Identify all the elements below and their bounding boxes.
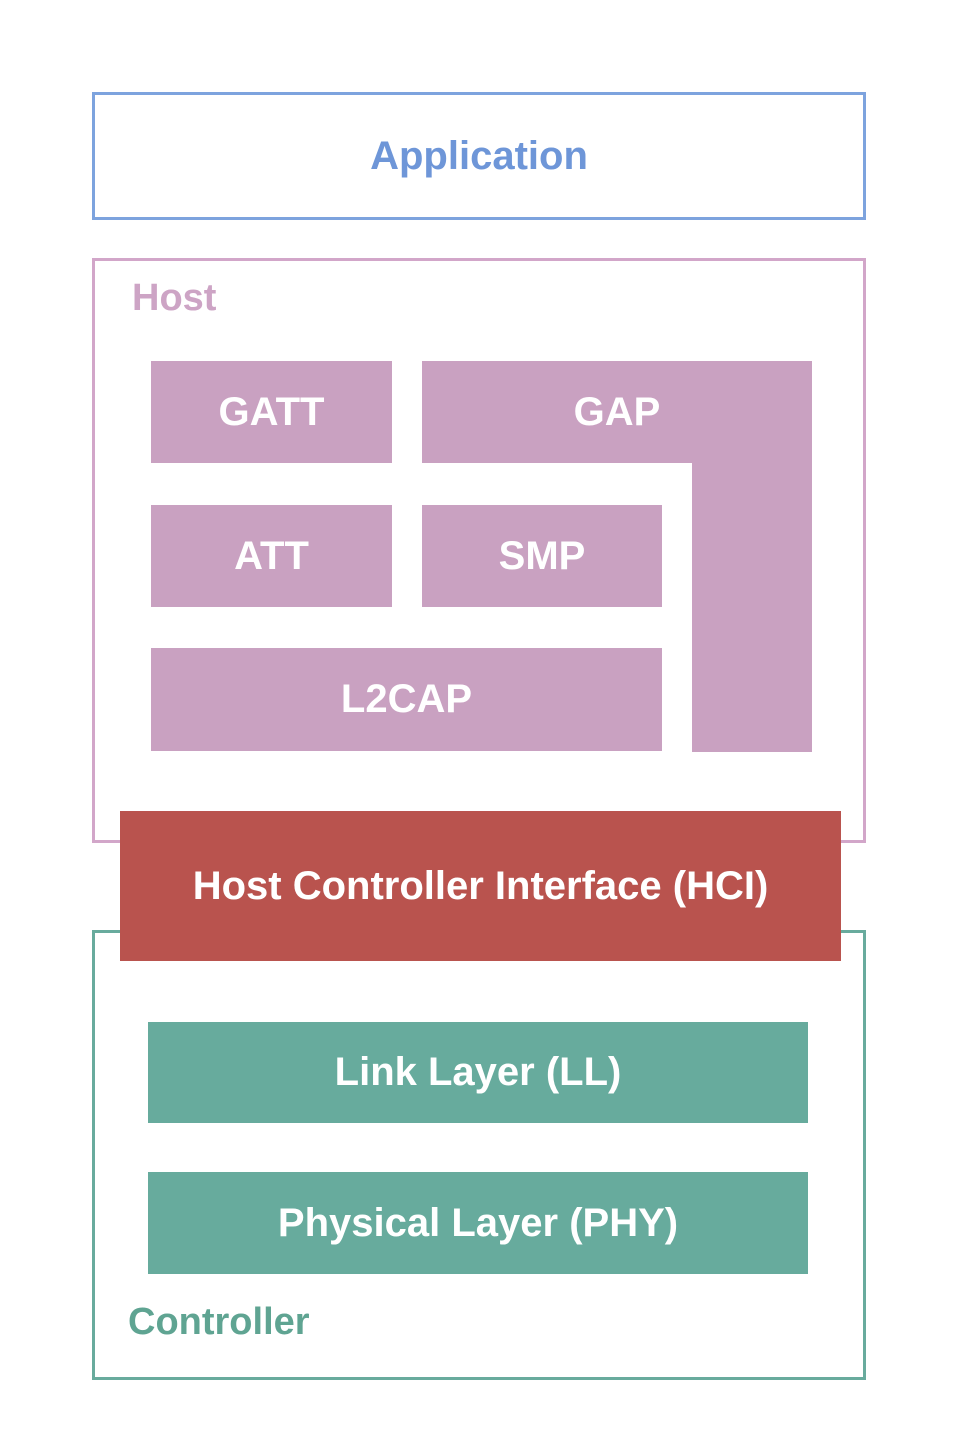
smp-box: SMP [422,505,662,607]
hci-label: Host Controller Interface (HCI) [192,863,769,908]
physical-layer-box: Physical Layer (PHY) [148,1172,808,1274]
controller-label: Controller [128,1301,310,1343]
controller-section: Link Layer (LL) Physical Layer (PHY) Con… [92,930,866,1380]
gap-box: GAP [422,361,812,463]
physical-layer-label: Physical Layer (PHY) [277,1200,679,1245]
application-section: Application [92,92,866,220]
host-label: Host [132,277,217,319]
application-label: Application [370,133,588,178]
l2cap-label: L2CAP [340,677,473,721]
host-section: Host GATT GAP ATT SMP L2CAP [92,258,866,843]
link-layer-box: Link Layer (LL) [148,1022,808,1123]
att-box: ATT [151,505,392,607]
att-label: ATT [234,533,309,578]
gatt-label: GATT [218,389,325,434]
gap-box-extension [692,462,812,752]
gap-label: GAP [573,389,661,434]
smp-label: SMP [498,533,586,578]
hci-box: Host Controller Interface (HCI) [120,811,841,961]
l2cap-box: L2CAP [151,648,662,751]
gatt-box: GATT [151,361,392,463]
link-layer-label: Link Layer (LL) [334,1050,622,1094]
